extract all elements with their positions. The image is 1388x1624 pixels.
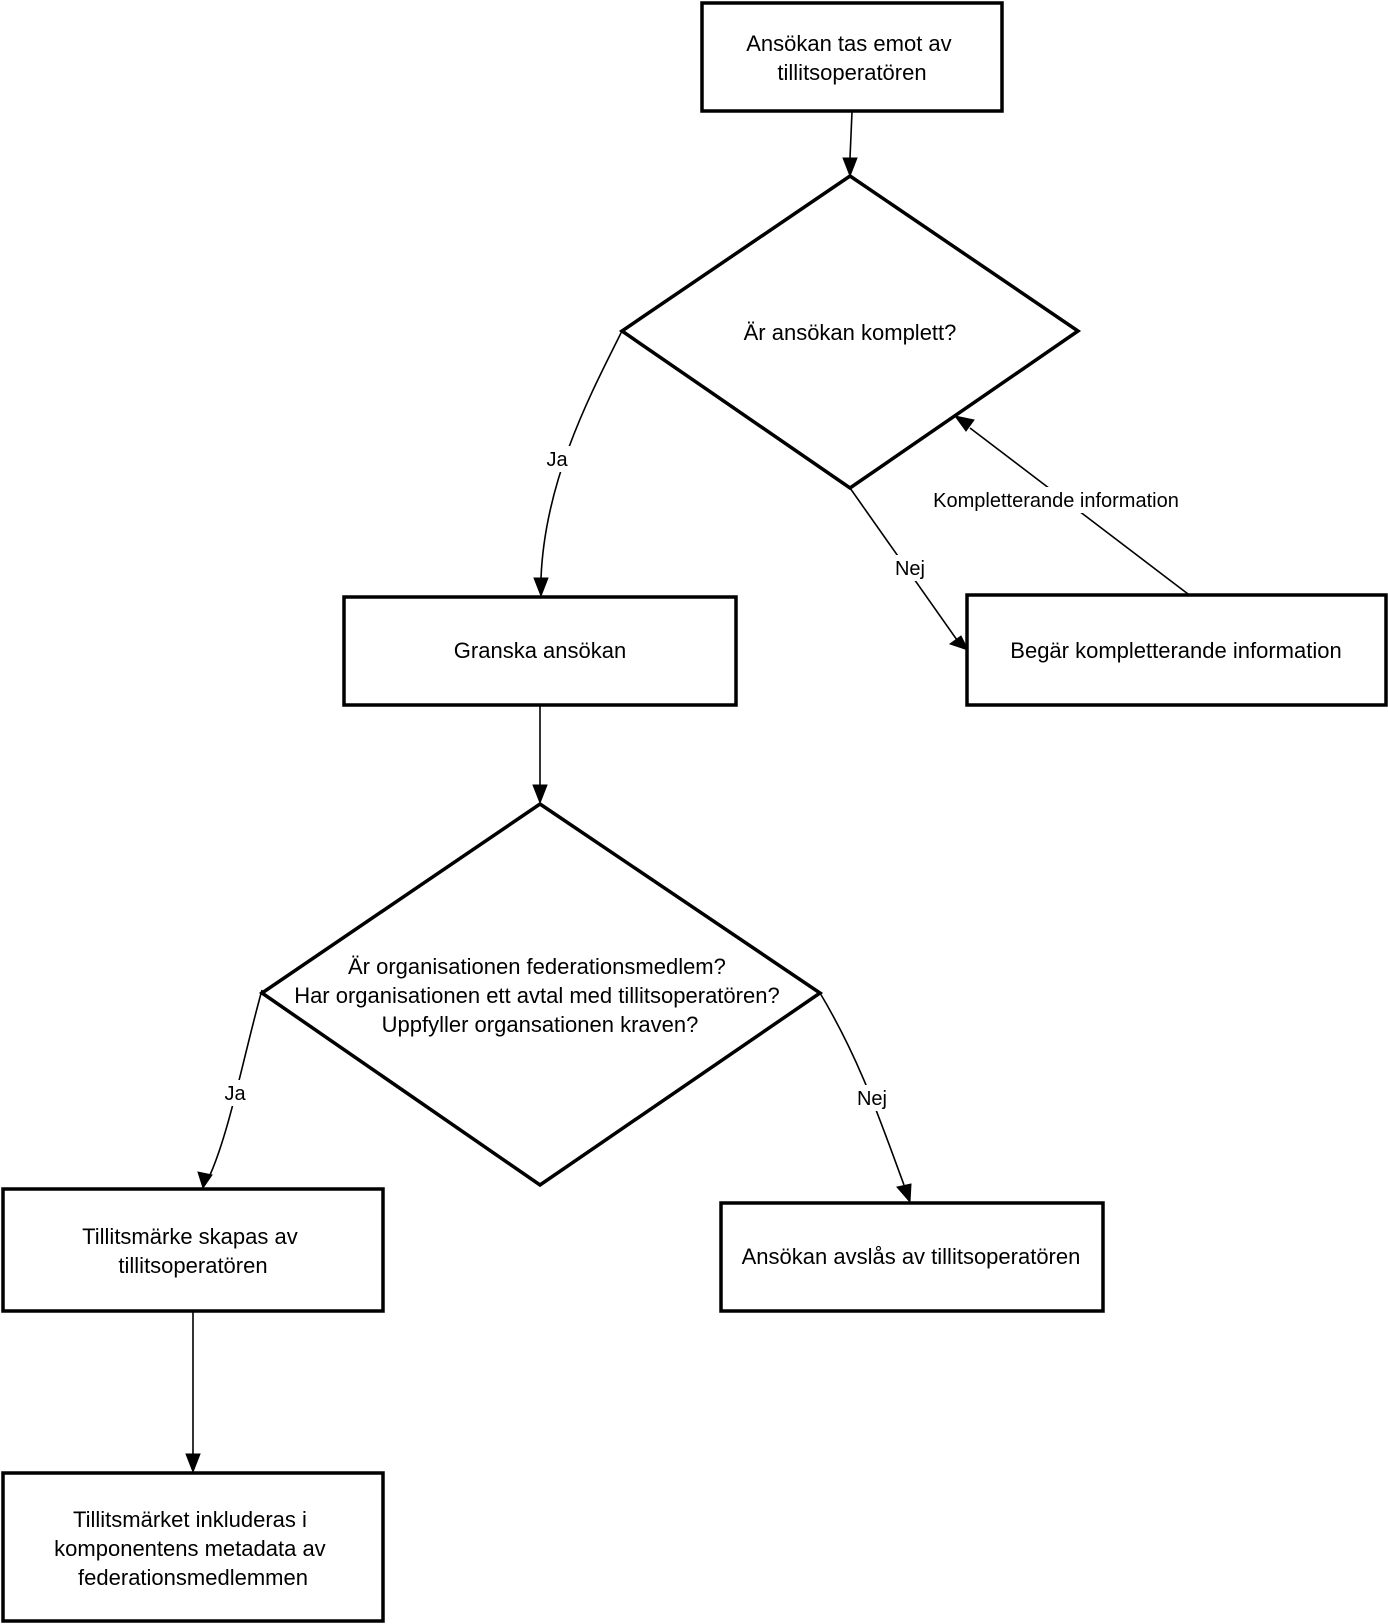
node-complete-question-diamond — [618, 173, 1082, 491]
node-review: Granska ansökan — [342, 595, 738, 707]
node-complete-question: Är ansökan komplett? — [618, 173, 1082, 491]
node-request-info: Begär kompletterande information — [965, 593, 1388, 707]
edge-label-member-yes: Ja — [224, 1083, 246, 1105]
edge-label-bg — [538, 446, 576, 472]
node-received-box — [700, 1, 1004, 113]
node-review-text: Granska ansökan — [454, 638, 626, 663]
edge-labels: Ja Nej Kompletterande information Ja Nej — [217, 446, 1192, 1111]
node-mark-included-line-2: komponentens metadata av — [54, 1536, 326, 1561]
node-mark-included-line-1: Tillitsmärket inkluderas i — [73, 1507, 307, 1532]
node-mark-included-line-3: federationsmedlemmen — [78, 1565, 308, 1590]
edge-label-supplementary: Kompletterande information — [933, 490, 1179, 512]
node-request-info-text: Begär kompletterande information — [1010, 638, 1341, 663]
node-mark-included-box — [1, 1471, 385, 1623]
arrowhead-mark-included — [185, 1453, 201, 1474]
node-received: Ansökan tas emot av tillitsoperatören — [700, 1, 1004, 113]
arrowhead-mark-created — [197, 1171, 213, 1190]
edge-complete-yes — [540, 330, 623, 579]
node-member-question: Är organisationen federationsmedlem? Har… — [258, 801, 824, 1188]
arrowhead-member-question — [532, 784, 548, 805]
node-request-info-line-1: Begär kompletterande information — [1010, 638, 1341, 663]
node-rejected-box — [719, 1201, 1105, 1313]
node-received-line-2: tillitsoperatören — [777, 60, 926, 85]
arrowhead-review — [533, 577, 549, 598]
edge-received-to-complete-question — [849, 111, 853, 159]
edge-label-complete-yes: Ja — [546, 449, 568, 471]
node-mark-created: Tillitsmärke skapas av tillitsoperatören — [1, 1187, 385, 1313]
node-member-question-line-1: Är organisationen federationsmedlem? — [348, 954, 726, 979]
node-member-question-diamond — [258, 801, 824, 1188]
node-member-question-text: Är organisationen federationsmedlem? Har… — [294, 954, 786, 1037]
edge-label-bg — [217, 1080, 253, 1106]
node-member-question-line-2: Har organisationen ett avtal med tillits… — [294, 983, 780, 1008]
arrowhead-request-info — [948, 635, 969, 651]
node-review-box — [342, 595, 738, 707]
node-request-info-box — [965, 593, 1388, 707]
arrowhead-rejected — [896, 1183, 912, 1204]
node-member-question-line-3: Uppfyller organsationen kraven? — [382, 1012, 699, 1037]
node-complete-question-text: Är ansökan komplett? — [744, 320, 957, 345]
arrowhead-supplementary — [953, 415, 975, 432]
edge-label-bg — [850, 1085, 894, 1111]
node-rejected: Ansökan avslås av tillitsoperatören — [719, 1201, 1105, 1313]
node-complete-question-line-1: Är ansökan komplett? — [744, 320, 957, 345]
arrowhead-complete-question — [842, 157, 858, 178]
node-mark-created-line-1: Tillitsmärke skapas av — [82, 1224, 298, 1249]
node-mark-created-text: Tillitsmärke skapas av tillitsoperatören — [82, 1224, 304, 1278]
edge-label-complete-no: Nej — [895, 558, 925, 580]
node-mark-included-text: Tillitsmärket inkluderas i komponentens … — [54, 1507, 332, 1590]
edge-label-bg — [888, 555, 934, 581]
node-received-line-1: Ansökan tas emot av — [746, 31, 951, 56]
node-review-line-1: Granska ansökan — [454, 638, 626, 663]
edge-label-bg — [918, 487, 1192, 513]
node-mark-created-box — [1, 1187, 385, 1313]
node-mark-created-line-2: tillitsoperatören — [118, 1253, 267, 1278]
node-mark-included: Tillitsmärket inkluderas i komponentens … — [1, 1471, 385, 1623]
node-received-text: Ansökan tas emot av tillitsoperatören — [746, 31, 958, 85]
node-rejected-text: Ansökan avslås av tillitsoperatören — [742, 1244, 1081, 1269]
node-rejected-line-1: Ansökan avslås av tillitsoperatören — [742, 1244, 1081, 1269]
edge-label-member-no: Nej — [857, 1088, 887, 1110]
